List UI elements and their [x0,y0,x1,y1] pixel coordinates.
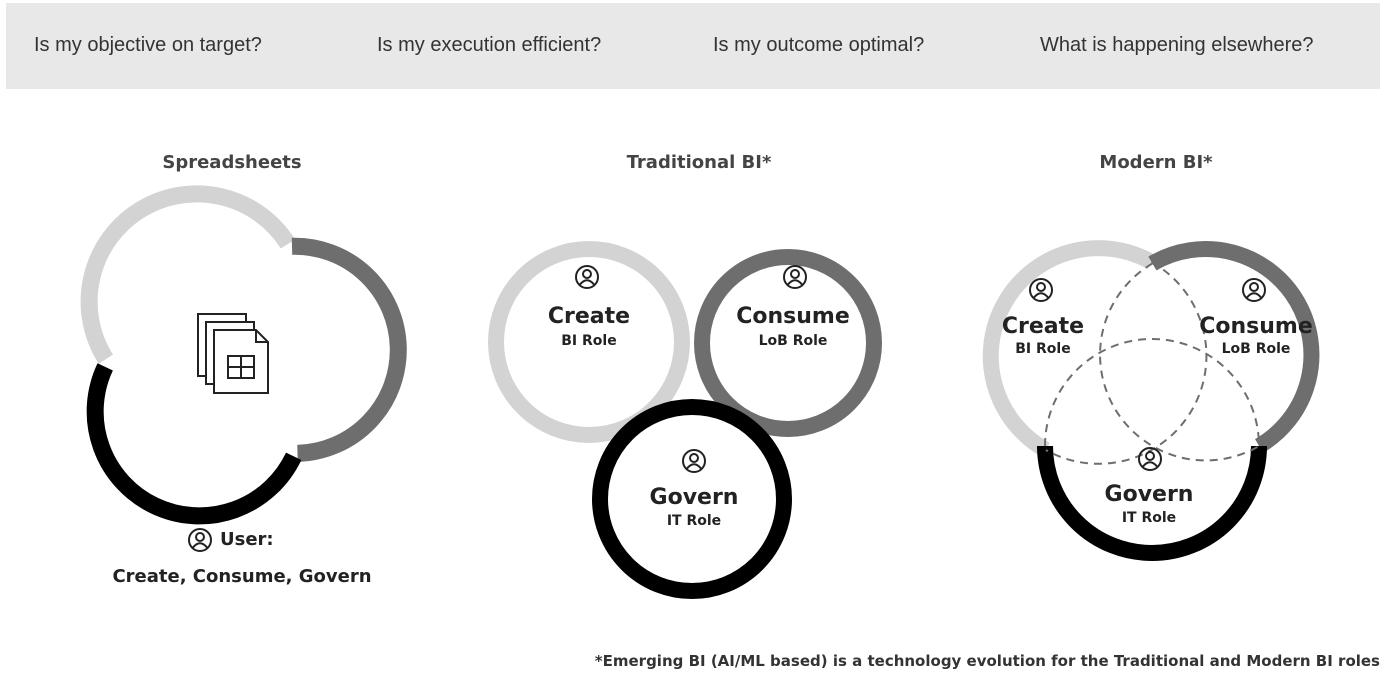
traditional-create-label: Create [547,304,631,329]
donut-segment-create [80,185,296,364]
question-outcome: Is my outcome optimal? [713,34,925,56]
traditional-create-role: BI Role [561,333,617,349]
spreadsheet-document-icon [197,313,269,394]
modern-consume-user-icon [1242,278,1266,302]
modern-govern-user-icon [1138,447,1162,471]
traditional-consume-role: LoB Role [758,333,828,349]
modern-govern-ring [1037,445,1267,561]
modern-govern-role: IT Role [1121,510,1177,526]
question-elsewhere: What is happening elsewhere? [1040,34,1314,56]
modern-create-role: BI Role [1015,341,1071,357]
modern-consume-ring [1148,241,1320,453]
footnote: *Emerging BI (AI/ML based) is a technolo… [594,652,1380,670]
traditional-govern-role: IT Role [666,513,722,529]
spreadsheets-user-icon [188,528,212,552]
spreadsheets-donut [80,185,407,525]
modern-create-user-icon [1029,278,1053,302]
traditional-consume-ring [694,249,882,437]
traditional-govern-label: Govern [649,485,739,510]
donut-segment-govern [86,363,302,525]
question-band [6,3,1380,89]
modern-consume-label: Consume [1199,314,1313,339]
donut-segment-consume [291,237,407,462]
modern-consume-role: LoB Role [1221,341,1291,357]
traditional-govern-ring [592,399,792,599]
question-objective: Is my objective on target? [34,34,262,56]
spreadsheets-user-roles: Create, Consume, Govern [112,566,372,587]
spreadsheets-title: Spreadsheets [162,152,302,173]
modern-create-ring [982,240,1156,457]
modern-bi-title: Modern BI* [1099,152,1213,173]
modern-govern-label: Govern [1104,482,1194,507]
traditional-bi-title: Traditional BI* [626,152,772,173]
traditional-consume-label: Consume [736,304,850,329]
traditional-create-ring [488,241,690,443]
spreadsheets-user-label: User: [220,529,274,550]
modern-overlap-dashed-lines [1044,261,1260,465]
modern-create-label: Create [1001,314,1085,339]
question-execution: Is my execution efficient? [377,34,602,56]
